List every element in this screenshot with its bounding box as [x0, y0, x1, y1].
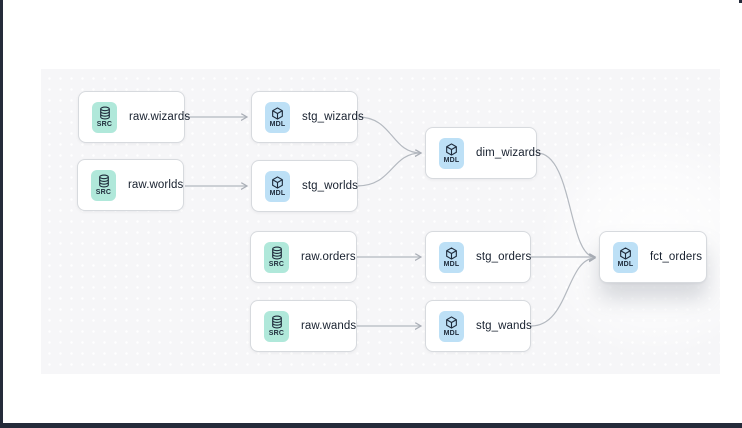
- source-badge: SRC: [264, 241, 289, 273]
- source-badge: SRC: [92, 101, 117, 133]
- node-fct-orders[interactable]: MDL fct_orders: [599, 231, 707, 283]
- node-label: stg_wands: [476, 320, 532, 332]
- badge-label: MDL: [443, 260, 460, 268]
- cube-icon: [446, 142, 457, 156]
- window-corner-speck: [739, 0, 742, 3]
- cube-icon: [446, 315, 457, 329]
- model-badge: MDL: [439, 137, 464, 169]
- node-label: raw.orders: [301, 251, 356, 263]
- model-badge: MDL: [265, 101, 290, 133]
- node-label: stg_orders: [476, 251, 532, 263]
- model-badge: MDL: [265, 170, 290, 202]
- node-raw-orders[interactable]: SRC raw.orders: [250, 231, 357, 283]
- node-raw-worlds[interactable]: SRC raw.worlds: [77, 159, 184, 211]
- source-badge: SRC: [91, 169, 116, 201]
- database-icon: [271, 315, 282, 329]
- badge-label: MDL: [269, 120, 286, 128]
- node-label: fct_orders: [650, 251, 703, 263]
- edge-stg-wands-fct-orders: [530, 258, 595, 327]
- badge-label: SRC: [268, 261, 285, 268]
- node-label: stg_wizards: [302, 111, 364, 123]
- database-icon: [98, 174, 109, 188]
- model-badge: MDL: [613, 241, 638, 273]
- badge-label: SRC: [96, 121, 113, 128]
- node-label: raw.wizards: [129, 111, 191, 123]
- window-edge-left: [0, 0, 3, 428]
- database-icon: [271, 246, 282, 260]
- cube-icon: [272, 106, 283, 120]
- edge-dim-wizards-fct-orders: [536, 152, 595, 257]
- window-edge-bottom: [0, 423, 742, 428]
- cube-icon: [446, 246, 457, 260]
- badge-label: MDL: [443, 329, 460, 337]
- node-stg-wands[interactable]: MDL stg_wands: [425, 300, 532, 352]
- edge-stg-wizards-dim-wizards: [357, 116, 421, 153]
- node-label: dim_wizards: [476, 147, 542, 159]
- model-badge: MDL: [439, 310, 464, 342]
- badge-label: MDL: [269, 189, 286, 197]
- database-icon: [99, 106, 110, 120]
- edge-stg-worlds-dim-wizards: [356, 153, 421, 187]
- node-stg-orders[interactable]: MDL stg_orders: [425, 231, 531, 283]
- model-badge: MDL: [439, 241, 464, 273]
- node-label: raw.wands: [301, 320, 357, 332]
- badge-label: SRC: [95, 189, 112, 196]
- dag-canvas[interactable]: SRC raw.wizards MDL stg_wizards MDL dim_…: [41, 69, 720, 374]
- node-dim-wizards[interactable]: MDL dim_wizards: [425, 127, 541, 179]
- source-badge: SRC: [264, 310, 289, 342]
- node-stg-wizards[interactable]: MDL stg_wizards: [251, 91, 364, 143]
- cube-icon: [620, 246, 631, 260]
- badge-label: SRC: [268, 330, 285, 337]
- node-raw-wizards[interactable]: SRC raw.wizards: [78, 91, 190, 143]
- node-stg-worlds[interactable]: MDL stg_worlds: [251, 160, 358, 212]
- node-label: stg_worlds: [302, 180, 358, 192]
- edges-layer: [185, 69, 720, 374]
- node-raw-wands[interactable]: SRC raw.wands: [250, 300, 357, 352]
- badge-label: MDL: [443, 156, 460, 164]
- node-label: raw.worlds: [128, 179, 184, 191]
- cube-icon: [272, 175, 283, 189]
- badge-label: MDL: [617, 260, 634, 268]
